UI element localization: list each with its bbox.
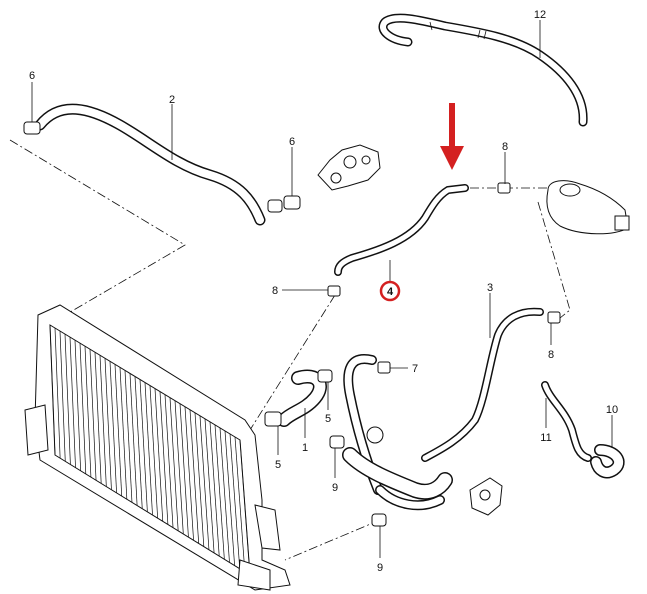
radiator-fins xyxy=(49,324,251,576)
clamp-6-left[interactable] xyxy=(23,121,41,135)
radiator-fin xyxy=(199,415,210,550)
clamp-9-lower[interactable] xyxy=(371,513,387,527)
radiator-fin xyxy=(129,373,138,506)
clamp-9-upper[interactable] xyxy=(329,435,345,449)
highlight-circle xyxy=(379,280,401,302)
label-11: 11 xyxy=(540,432,551,444)
radiator-fin xyxy=(204,418,215,553)
clamp-8-left[interactable] xyxy=(327,285,341,297)
valve-block[interactable] xyxy=(469,477,503,516)
radiator-fin xyxy=(239,439,251,576)
radiator-fin xyxy=(134,376,143,509)
radiator-fin xyxy=(144,382,153,516)
radiator-fin xyxy=(169,397,179,531)
label-8-right: 8 xyxy=(548,349,554,361)
clamp-5-upper[interactable] xyxy=(317,369,333,383)
radiator-fin xyxy=(104,358,112,490)
clamp-joint xyxy=(267,199,283,213)
radiator-fin xyxy=(69,337,76,468)
label-10: 10 xyxy=(606,404,618,416)
hose-1[interactable] xyxy=(277,369,327,427)
label-5-upper: 5 xyxy=(325,413,331,425)
clamp-7[interactable] xyxy=(377,361,391,374)
clamp-8-right[interactable] xyxy=(547,311,561,324)
radiator-fin xyxy=(209,421,220,557)
radiator-fin xyxy=(154,388,164,522)
radiator-fin xyxy=(109,361,117,493)
label-6-left: 6 xyxy=(29,70,35,82)
label-9-lower: 9 xyxy=(377,562,383,574)
label-9-upper: 9 xyxy=(332,482,338,494)
label-6-right: 6 xyxy=(289,136,295,148)
highlight-arrow-icon xyxy=(440,103,464,170)
radiator-fin xyxy=(234,436,246,572)
clamp-6-right[interactable] xyxy=(283,195,301,210)
hose-4[interactable] xyxy=(334,182,511,276)
radiator-fin xyxy=(219,427,230,563)
label-12: 12 xyxy=(534,9,546,21)
radiator-fin xyxy=(139,379,148,512)
label-4: 4 xyxy=(387,286,394,298)
radiator-fin xyxy=(124,370,133,503)
radiator-fin xyxy=(54,328,61,459)
radiator-fin xyxy=(49,324,56,456)
radiator-fin xyxy=(224,430,235,566)
hose-11[interactable] xyxy=(541,381,592,462)
radiator[interactable] xyxy=(24,304,291,591)
radiator-fin xyxy=(74,340,82,471)
radiator-fin xyxy=(194,412,205,547)
callouts: 12 6 2 6 8 4 8 3 8 7 5 1 5 xyxy=(29,9,618,574)
radiator-fin xyxy=(59,331,66,462)
clamp-5-lower[interactable] xyxy=(264,411,282,427)
label-3: 3 xyxy=(487,282,493,294)
label-8-left: 8 xyxy=(272,285,278,297)
radiator-fin xyxy=(79,343,87,474)
hose-10[interactable] xyxy=(590,444,625,479)
radiator-fin xyxy=(164,394,174,528)
radiator-fin xyxy=(184,406,194,541)
label-2: 2 xyxy=(169,94,175,106)
radiator-fin xyxy=(229,433,241,569)
radiator-fin xyxy=(179,403,189,538)
radiator-fin xyxy=(189,409,200,544)
radiator-fin xyxy=(119,367,128,500)
label-5-lower: 5 xyxy=(275,459,281,471)
hose-2[interactable] xyxy=(34,103,266,226)
label-7: 7 xyxy=(412,363,418,375)
radiator-fin xyxy=(214,424,225,560)
hose-12[interactable] xyxy=(378,13,588,127)
hose-central-assembly[interactable] xyxy=(342,354,453,511)
radiator-fin xyxy=(89,349,97,481)
radiator-fin xyxy=(149,385,158,519)
thermostat-housing[interactable] xyxy=(317,144,381,191)
radiator-fin xyxy=(94,352,102,484)
expansion-tank[interactable] xyxy=(546,180,630,235)
radiator-fin xyxy=(84,346,92,478)
label-8-top: 8 xyxy=(502,141,508,153)
radiator-fin xyxy=(64,334,71,465)
radiator-fin xyxy=(159,391,169,525)
hose-3[interactable] xyxy=(421,307,544,462)
label-1: 1 xyxy=(302,442,308,454)
radiator-fin xyxy=(174,400,184,534)
radiator-fin xyxy=(114,364,123,497)
radiator-fin xyxy=(99,355,107,487)
